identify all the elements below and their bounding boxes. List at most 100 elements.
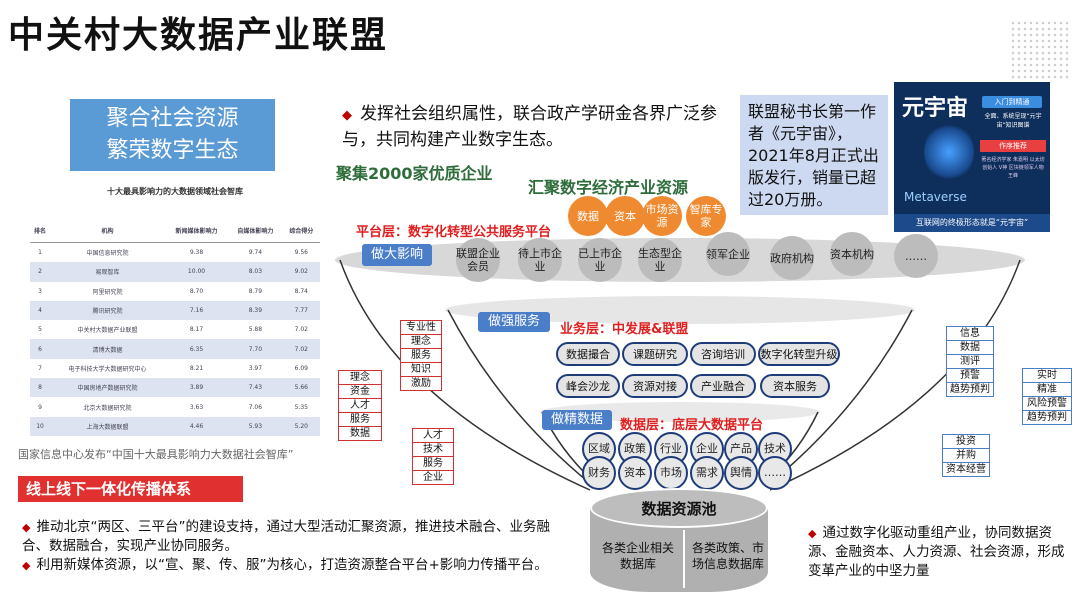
list-item: 测评	[947, 355, 993, 369]
banner-line1: 聚合社会资源	[106, 106, 239, 131]
table-cell: 3	[38, 287, 42, 295]
table-cell: 7	[38, 364, 42, 372]
table-cell: 8.79	[248, 287, 263, 295]
table-cell: 中国房地产数据研究院	[50, 378, 165, 398]
table-cell: 上海大数据联盟	[50, 416, 165, 436]
table-cell: 8.39	[228, 300, 283, 321]
platform-member-4: 领军企业	[706, 232, 750, 276]
list-right-mid: 信息 数据 测评 预警 趋势预判	[946, 326, 994, 397]
top-bullet-text: 发挥社会组织属性，联合政产学研金各界广泛参与，共同构建产业数字生态。	[342, 104, 717, 150]
table-cell: 6	[30, 339, 51, 359]
resource-circle-0: 数据	[568, 196, 608, 236]
data-circle-9: 需求	[690, 456, 724, 490]
page-title: 中关村大数据产业联盟	[8, 15, 389, 56]
decor-dots	[1010, 20, 1070, 80]
business-title: 业务层：中发展&联盟	[560, 322, 689, 337]
list-left-low: 人才 技术 服务 企业	[412, 428, 454, 485]
list-item: 趋势预判	[1027, 412, 1067, 423]
platform-member-6: 资本机构	[830, 232, 874, 276]
table-cell: 阿里研究院	[92, 288, 123, 296]
ranking-title: 十大最具影响力的大数据领域社会智库	[107, 187, 243, 196]
book-recommenders: 著名经济学家 朱嘉明 以太坊创始人 V神 区块链领军人物 王峰	[981, 157, 1045, 179]
table-cell: 5.35	[294, 403, 308, 411]
online-bullet-2-text: 利用新媒体资源，以“宣、聚、传、服”为核心，打造资源整合平台+影响力传播平台。	[36, 557, 548, 573]
business-pill-1: 课题研究	[622, 342, 688, 366]
list-item: 技术	[413, 443, 453, 457]
book-bottom: 互联网的终极形态就是“元宇宙”	[894, 214, 1050, 232]
business-pill-7: 资本服务	[760, 374, 830, 398]
book-orb-icon	[924, 122, 974, 182]
data-button[interactable]: 做精数据	[542, 410, 612, 430]
table-cell: 1	[38, 249, 42, 257]
table-header-cell: 自媒体影响力	[228, 218, 283, 243]
table-cell: 2	[30, 262, 51, 282]
list-item: 理念	[401, 335, 441, 349]
table-cell: 9	[38, 403, 42, 411]
diamond-icon: ◆	[808, 527, 817, 540]
list-item: 专业性	[401, 321, 441, 335]
list-item: 实时	[1023, 369, 1071, 383]
list-right-outer: 实时 精准 风险预警 趋势预判	[1022, 368, 1072, 425]
table-cell: 10	[30, 416, 51, 436]
banner-line2: 繁荣数字生态	[106, 138, 239, 163]
book-recommend: 作序推荐	[980, 140, 1046, 152]
diamond-icon: ◆	[342, 108, 352, 123]
platform-member-3: 生态型企业	[638, 238, 682, 282]
online-label: 线上线下一体化传播体系	[18, 476, 243, 502]
list-item: 企业	[423, 472, 443, 483]
platform-member-7: ……	[894, 234, 938, 278]
table-cell: 易观智库	[50, 262, 165, 282]
data-title: 数据层：底层大数据平台	[620, 418, 764, 433]
table-cell: 7.77	[282, 300, 320, 321]
list-item: 服务	[413, 457, 453, 471]
table-header-cell: 综合得分	[282, 218, 320, 243]
business-pill-3: 数字化转型升级	[758, 342, 840, 366]
table-cell: 7.16	[164, 300, 229, 321]
book-tag: 入门到精通	[982, 96, 1042, 108]
table-cell: 5.20	[282, 416, 320, 436]
table-cell: 5.66	[282, 378, 320, 398]
banner: 聚合社会资源 繁荣数字生态	[70, 99, 275, 171]
table-cell: 清博大数据	[50, 339, 165, 359]
table-cell: 5.93	[228, 416, 283, 436]
table-cell: 5.88	[248, 326, 263, 334]
business-pill-0: 数据撮合	[556, 342, 620, 366]
data-circle-7: 资本	[618, 456, 652, 490]
online-bullet-2: ◆利用新媒体资源，以“宣、聚、传、服”为核心，打造资源整合平台+影响力传播平台。	[22, 556, 570, 575]
book-title: 元宇宙	[902, 96, 969, 121]
funnel-left-mid	[447, 309, 593, 486]
list-item: 投资	[943, 435, 989, 449]
right-bullet: ◆通过数字化驱动重组产业，协同数据资源、金融资本、人力资源、社会资源，形成变革产…	[808, 524, 1074, 581]
business-pill-5: 资源对接	[622, 374, 688, 398]
data-pool-right: 各类政策、市场信息数据库	[691, 541, 764, 571]
table-cell: 3.97	[248, 364, 263, 372]
list-item: 风险预警	[1023, 397, 1071, 411]
list-item: 预警	[947, 369, 993, 383]
platform-member-2: 已上市企业	[578, 238, 622, 282]
table-cell: 北京大数据研究院	[83, 404, 132, 412]
list-item: 并购	[943, 449, 989, 463]
table-cell: 5	[38, 326, 42, 334]
table-cell: 6.35	[164, 339, 229, 359]
author-note: 联盟秘书长第一作者《元宇宙》，2021年8月正式出版发行，销量已超过20万册。	[740, 95, 888, 215]
business-button[interactable]: 做强服务	[478, 312, 550, 332]
book-meta: Metaverse	[904, 190, 967, 204]
platform-button[interactable]: 做大影响	[362, 244, 432, 266]
table-cell: 中国信息研究院	[86, 250, 129, 258]
right-bullet-text: 通过数字化驱动重组产业，协同数据资源、金融资本、人力资源、社会资源，形成变革产业…	[808, 525, 1065, 579]
table-cell: 8.74	[294, 287, 308, 295]
table-cell: 10.00	[164, 262, 229, 282]
data-pool-top	[590, 488, 768, 528]
table-header-cell: 机构	[50, 218, 165, 243]
list-item: 数据	[350, 428, 370, 439]
list-item: 激励	[411, 378, 431, 389]
platform-member-1: 待上市企业	[518, 238, 562, 282]
table-cell: 9.56	[294, 249, 308, 257]
table-cell: 4	[30, 300, 51, 321]
